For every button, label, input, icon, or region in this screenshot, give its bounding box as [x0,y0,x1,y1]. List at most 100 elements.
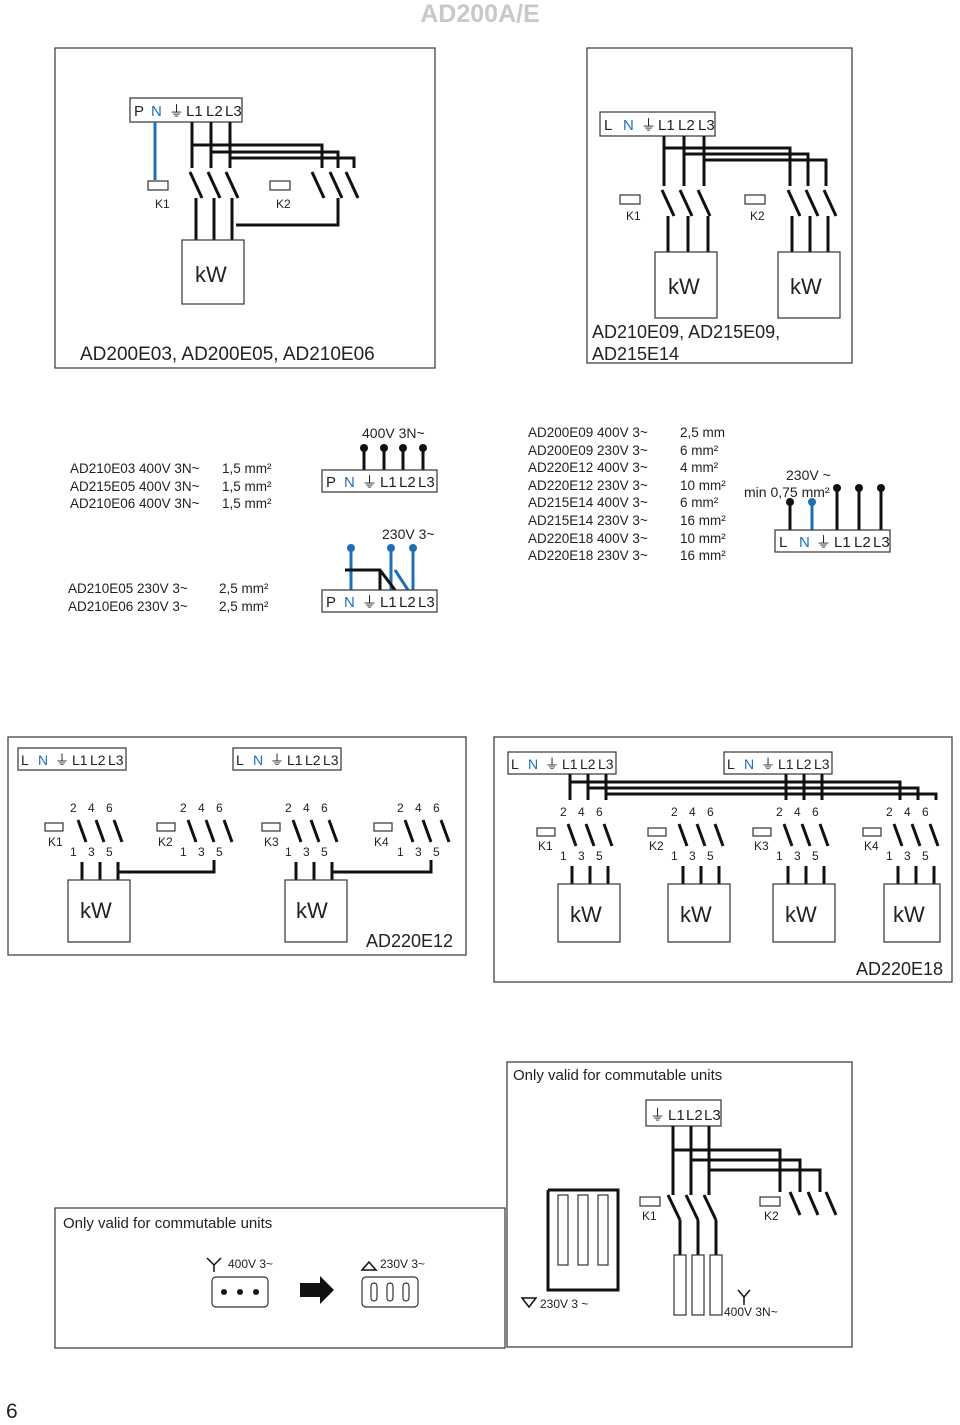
contactor-k3-group: 2 4 6 K3 1 3 5 [752,805,830,863]
specs-left2-models: AD210E05 230V 3~ AD210E06 230V 3~ [68,581,188,614]
arrow-right-icon [300,1276,334,1304]
switch-k2-icon [310,171,360,199]
svg-text:6: 6 [812,805,819,819]
commutable-left-delta-label: 230V 3~ [380,1257,425,1271]
contactor-k1: K1 [538,839,553,853]
svg-text:4: 4 [415,801,422,815]
svg-text:3: 3 [415,845,422,859]
terminal-l1: L1 [186,103,203,120]
svg-text:6: 6 [596,805,603,819]
svg-text:1: 1 [397,845,404,859]
diagram-ad220e12: L N ⏚ L1 L2 L3 L N ⏚ L1 L2 L3 2 4 6 K1 1… [7,736,467,956]
contactor-k2: K2 [276,197,291,211]
load1-kw-label: kW [80,898,112,923]
specs-middle-sections: 2,5 mm 6 mm² 4 mm² 10 mm² 6 mm² 16 mm² 1… [680,425,726,564]
svg-text:1: 1 [671,849,678,863]
svg-text:L2: L2 [90,752,106,768]
terminal-n: N [344,474,355,491]
svg-text:1: 1 [285,845,292,859]
contactor-k1: K1 [626,209,641,223]
switch-k4-icon [892,823,940,847]
svg-text:1: 1 [560,849,567,863]
load1-kw-label: kW [668,274,700,299]
svg-text:N: N [38,752,48,768]
svg-text:L3: L3 [814,756,830,772]
load2-wires [790,216,830,252]
terminal-block [599,111,716,137]
terminal-l2: L2 [686,1107,703,1124]
svg-text:6: 6 [922,805,929,819]
commutable-right-delta-label: 230V 3 ~ [540,1297,588,1311]
svg-text:4: 4 [198,801,205,815]
bridge-wires [192,143,356,168]
svg-text:2: 2 [886,805,893,819]
terminal-ground-icon: ⏚ [816,534,831,551]
contactor-k1: K1 [642,1209,657,1223]
switch-k2-icon [677,823,725,847]
coil-k1-icon [619,194,641,205]
svg-text:6: 6 [321,801,328,815]
coil-k1-icon [147,180,169,191]
contactor-k4-group: 2 4 6 K4 1 3 5 [862,805,940,863]
load2-kw-box [284,879,348,943]
control-terminals: 230V ~ min 0,75 mm² L N ⏚ L1 L2 L3 [744,467,891,553]
svg-text:4: 4 [904,805,911,819]
contactor-k4-group: 2 4 6 K4 1 3 5 [373,801,451,859]
svg-text:1: 1 [180,845,187,859]
svg-text:N: N [528,756,538,772]
switch-k1-icon [660,189,712,217]
svg-text:L: L [727,756,735,772]
terminal-l3: L3 [698,117,715,134]
control-min-section: min 0,75 mm² [744,484,830,500]
svg-text:4: 4 [88,801,95,815]
coil-k4-icon [862,827,882,837]
terminal-l1: L1 [834,534,851,551]
diagram-ad200e03: P N ⏚ L1 L2 L3 K1 K2 kW AD200E03, AD200E… [54,47,436,369]
svg-text:L: L [21,752,29,768]
svg-text:L3: L3 [108,752,124,768]
contactor-k2: K2 [649,839,664,853]
svg-text:4: 4 [794,805,801,819]
svg-text:L1: L1 [380,594,397,611]
heater-3-icon [597,1194,609,1266]
coil-k2-icon [744,194,766,205]
terminal-l2: L2 [678,117,695,134]
svg-text:5: 5 [707,849,714,863]
coil-k2-icon [156,822,176,832]
terminal-block [645,1099,722,1127]
load1-kw-box [67,879,131,943]
terminal-l3: L3 [704,1107,721,1124]
contactor-k1: K1 [48,835,63,849]
svg-text:2: 2 [671,805,678,819]
terminal-block-1 [17,747,127,771]
svg-text:1: 1 [70,845,77,859]
svg-text:3: 3 [794,849,801,863]
svg-text:2: 2 [180,801,187,815]
contactor-k2: K2 [764,1209,779,1223]
contactor-k1: K1 [155,197,170,211]
svg-text:5: 5 [216,845,223,859]
svg-text:L: L [511,756,519,772]
terminal-l1: L1 [668,1107,685,1124]
svg-text:4: 4 [689,805,696,819]
contactor-k3-group: 2 4 6 K3 1 3 5 [261,801,339,859]
diagram-ad210e09: L N ⏚ L1 L2 L3 K1 K2 kW kW AD210E09, AD2… [586,47,853,364]
svg-text:6: 6 [433,801,440,815]
switch-k2-icon [186,819,234,843]
svg-text:6: 6 [216,801,223,815]
load2-kw-label: kW [680,902,712,927]
terminal-l3: L3 [225,103,242,120]
commutable-right-heading: Only valid for commutable units [513,1067,722,1084]
switch-k1-icon [666,1194,718,1221]
return-wire [236,198,340,227]
load-kw-label: kW [195,262,227,287]
control-terminal-block [774,529,891,553]
svg-text:3: 3 [578,849,585,863]
terminal-block-2 [232,747,342,771]
commutable-right-diagram: Only valid for commutable units ⏚ L1 L2 … [506,1061,853,1348]
load1-kw-label: kW [570,902,602,927]
bridge-terminal-block-top [321,469,438,493]
switch-k2-icon [786,189,838,217]
svg-text:N: N [253,752,263,768]
svg-text:N: N [744,756,754,772]
